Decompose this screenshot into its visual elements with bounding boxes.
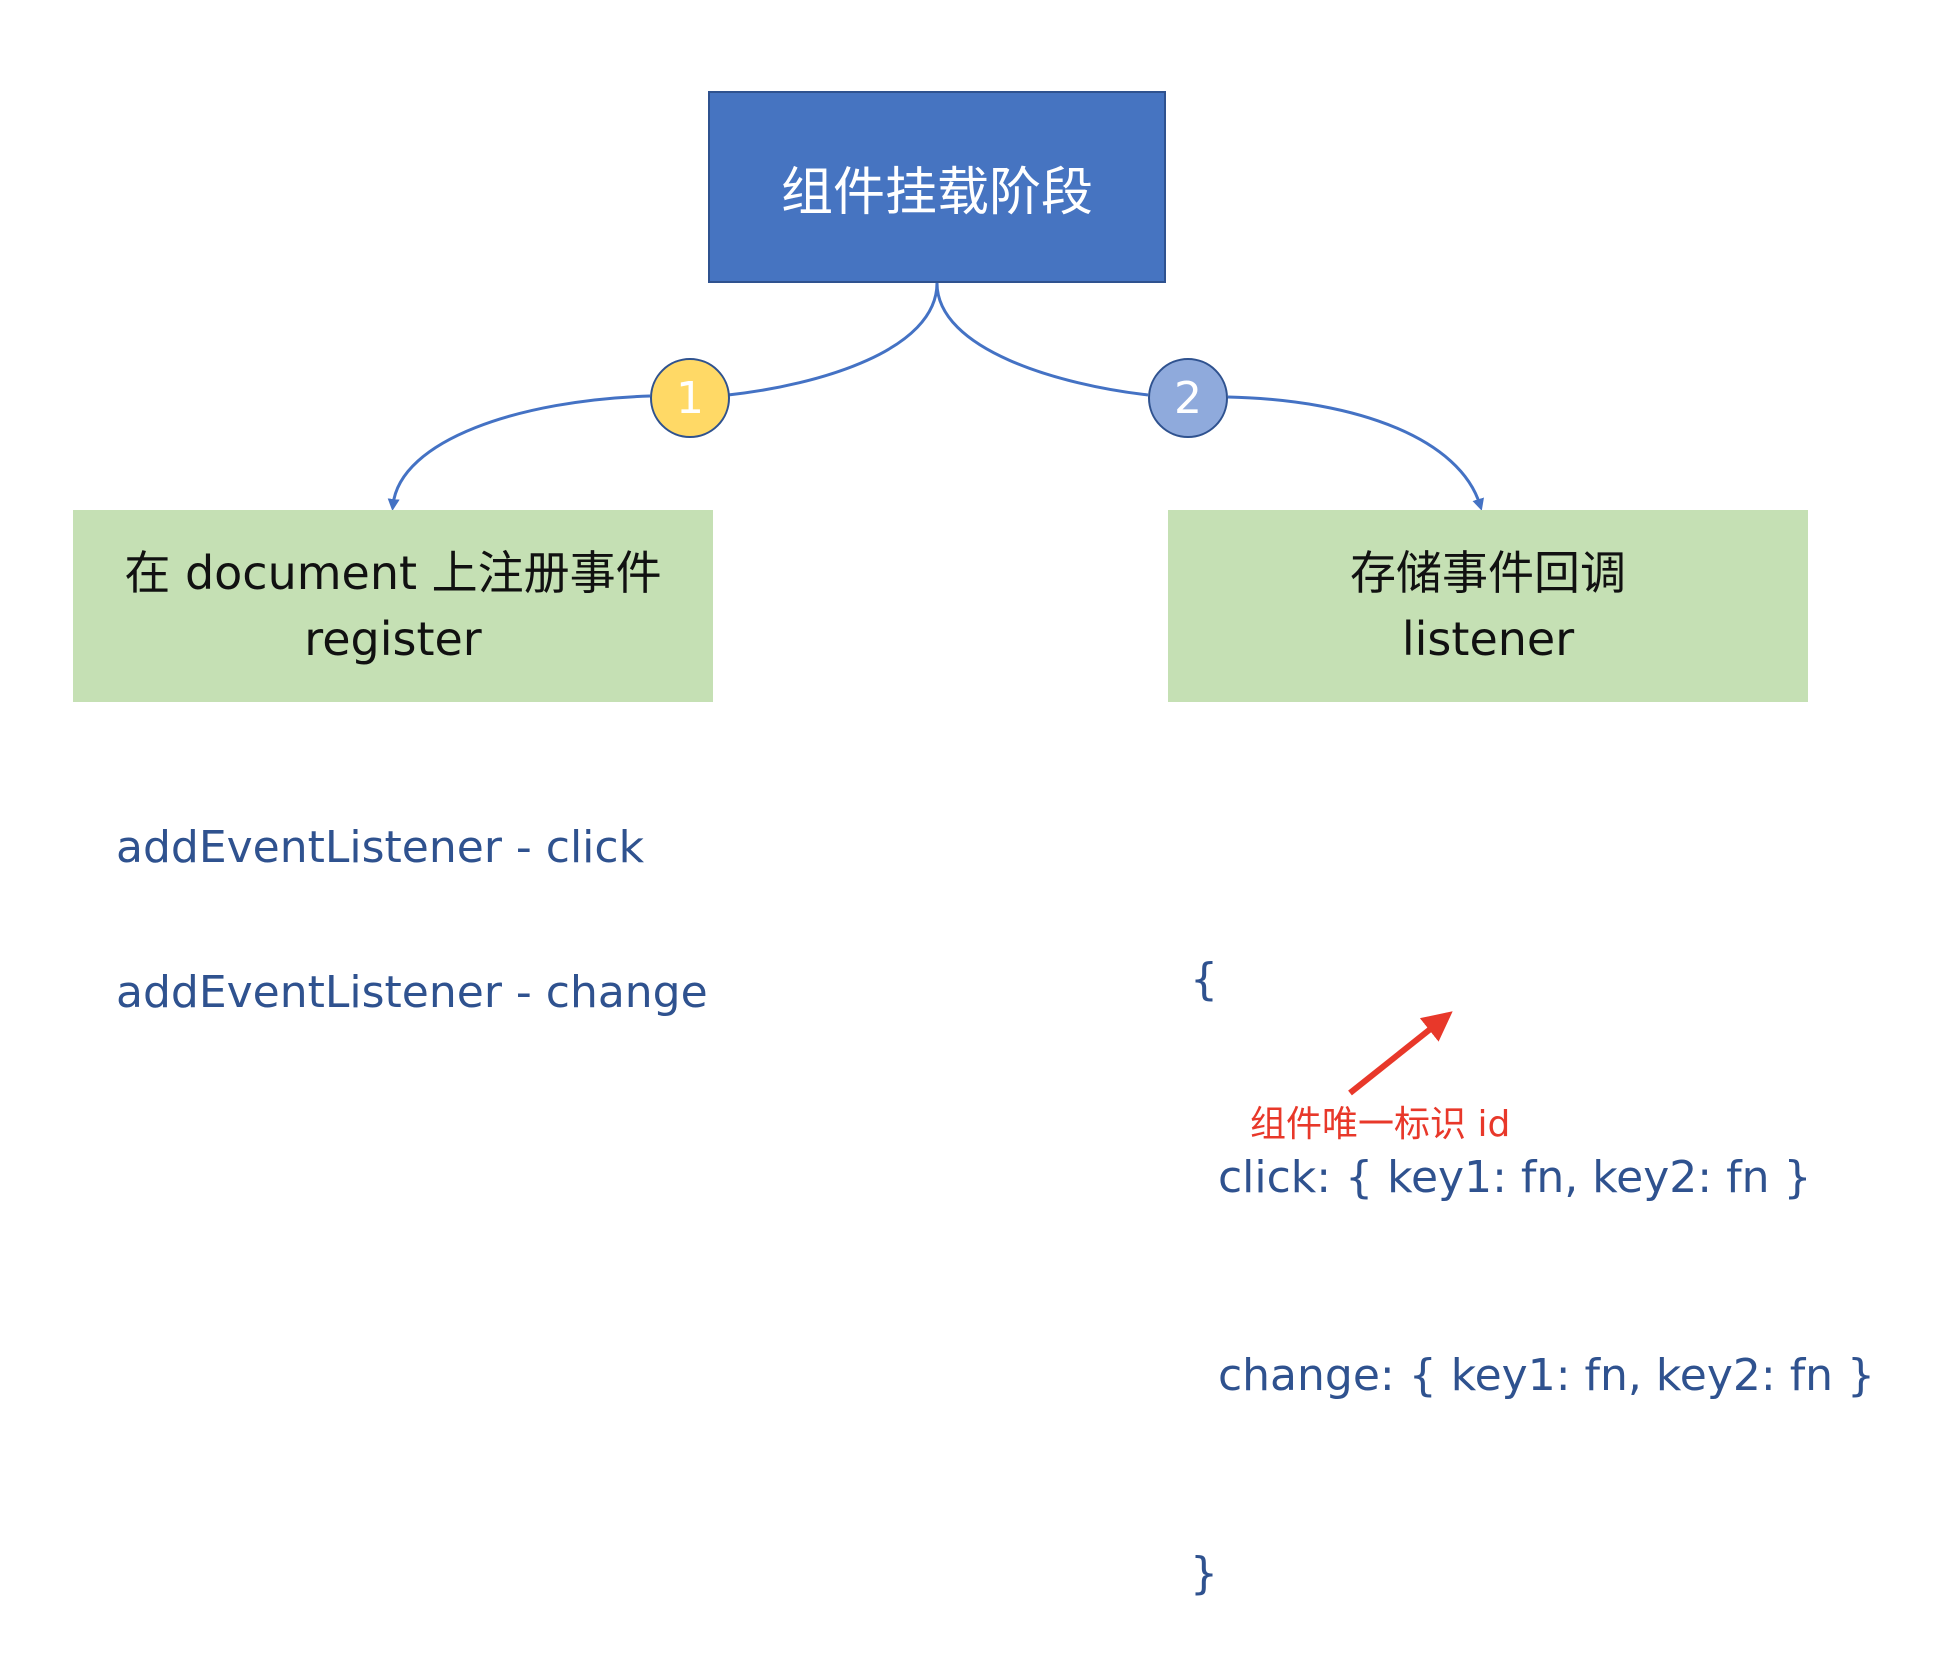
code-click-listener: addEventListener - click <box>116 822 645 873</box>
connector-to-badge-1 <box>727 282 939 397</box>
listener-box: 存储事件回调 listener <box>1168 510 1808 702</box>
code-change-listener: addEventListener - change <box>116 967 708 1018</box>
component-id-annotation: 组件唯一标识 id <box>1250 1104 1511 1145</box>
listener-subtitle: listener <box>1401 612 1575 666</box>
register-subtitle: register <box>304 612 482 666</box>
mount-phase-label: 组件挂载阶段 <box>780 162 1093 223</box>
step-2-badge: 2 <box>1148 358 1228 438</box>
listener-store-code: { click: { key1: fn, key2: fn } change: … <box>1190 815 1875 1673</box>
code-line-close-brace: } <box>1190 1548 1218 1599</box>
register-title: 在 document 上注册事件 <box>124 546 662 600</box>
connector-badge-2-to-right-box <box>1227 395 1484 511</box>
annotation-arrow <box>1348 1011 1453 1096</box>
code-line-open-brace: { <box>1190 954 1218 1005</box>
mount-phase-box: 组件挂载阶段 <box>708 91 1166 283</box>
connector-to-badge-2 <box>935 282 1149 397</box>
code-line-click: click: { key1: fn, key2: fn } <box>1190 1152 1812 1203</box>
step-2-number: 2 <box>1174 372 1202 424</box>
connector-badge-1-to-left-box <box>387 394 651 511</box>
listener-title: 存储事件回调 <box>1350 546 1626 600</box>
step-1-badge: 1 <box>650 358 730 438</box>
code-line-change: change: { key1: fn, key2: fn } <box>1190 1350 1876 1401</box>
step-1-number: 1 <box>676 372 704 424</box>
register-box: 在 document 上注册事件 register <box>73 510 713 702</box>
connector-layer <box>387 282 1484 1096</box>
